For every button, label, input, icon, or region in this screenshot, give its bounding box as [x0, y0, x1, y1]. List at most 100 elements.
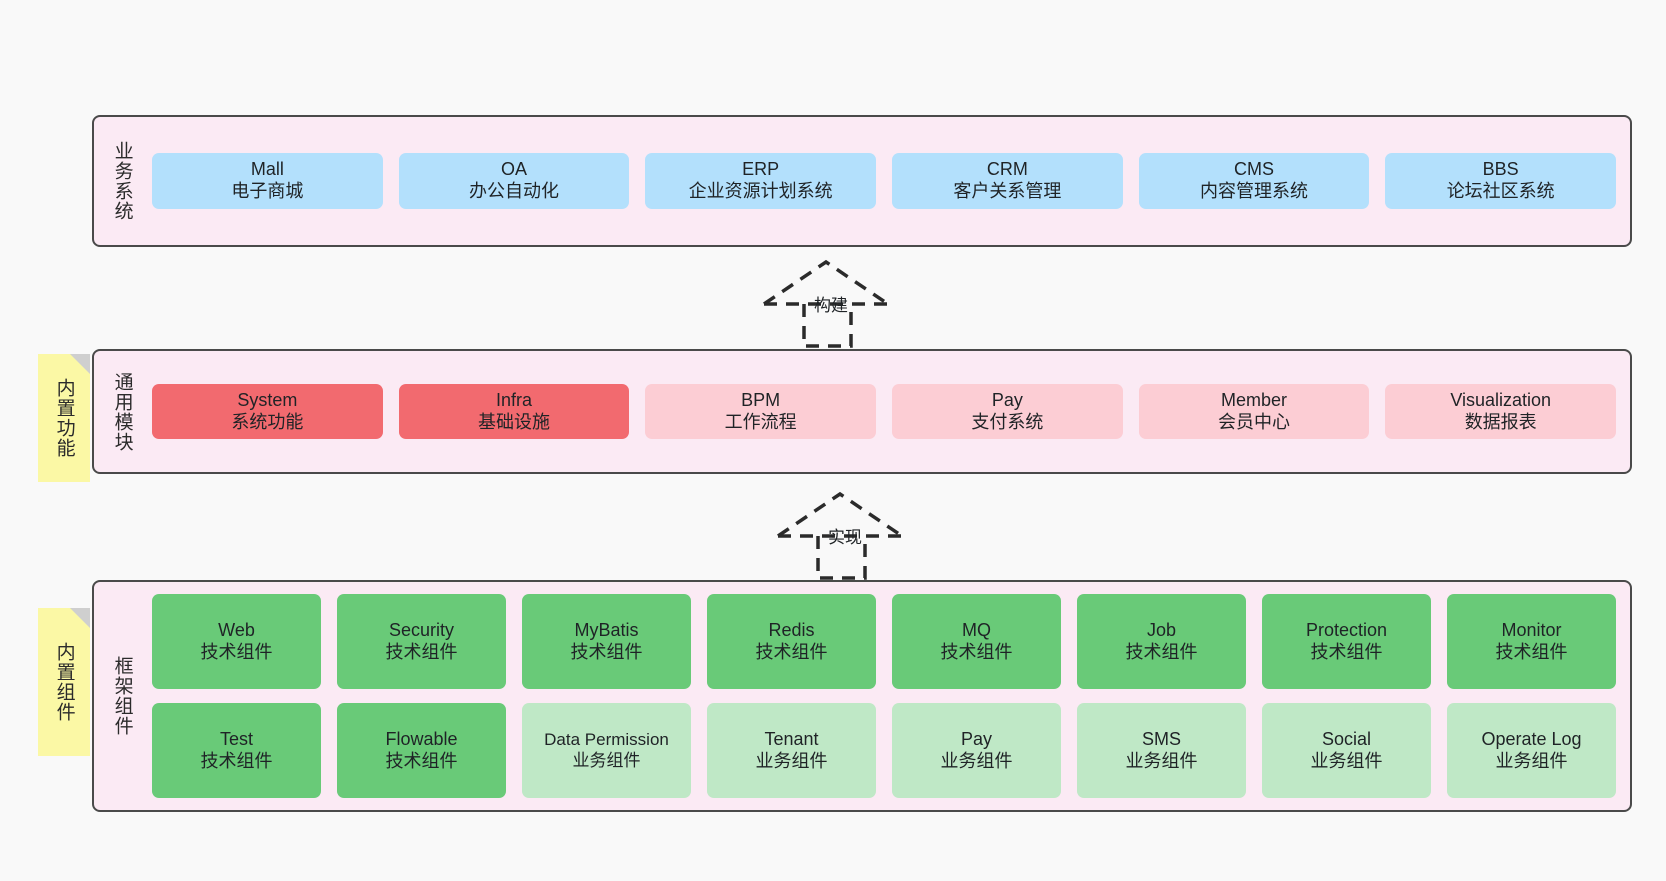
- node-pay-module-en: Pay: [991, 389, 1023, 410]
- node-pay-component-en: Pay: [960, 728, 993, 749]
- node-operate-log-cn: 业务组件: [1495, 750, 1568, 771]
- sticky-note-builtin-components-label: 内置组件: [53, 642, 75, 722]
- node-security-cn: 技术组件: [385, 641, 458, 662]
- node-pay-component[interactable]: Pay 业务组件: [892, 703, 1061, 798]
- node-protection-en: Protection: [1305, 619, 1388, 640]
- node-mq-cn: 技术组件: [940, 641, 1013, 662]
- node-system[interactable]: System 系统功能: [152, 383, 383, 440]
- node-data-permission[interactable]: Data Permission 业务组件: [522, 703, 691, 798]
- node-sms-en: SMS: [1141, 728, 1181, 749]
- node-infra[interactable]: Infra 基础设施: [398, 383, 630, 440]
- sticky-note-builtin-features: 内置功能: [38, 354, 90, 482]
- connector-implement: 实现: [770, 488, 950, 580]
- connector-build: 构建: [756, 256, 936, 348]
- node-sms[interactable]: SMS 业务组件: [1077, 703, 1246, 798]
- node-flowable[interactable]: Flowable 技术组件: [337, 703, 506, 798]
- node-bbs-cn: 论坛社区系统: [1446, 181, 1555, 201]
- node-pay-component-cn: 业务组件: [940, 750, 1013, 771]
- node-cms-cn: 内容管理系统: [1200, 181, 1309, 201]
- node-cms-en: CMS: [1234, 159, 1275, 180]
- layer-title-business: 业务系统: [111, 141, 133, 221]
- node-monitor-cn: 技术组件: [1495, 641, 1568, 662]
- connector-build-arrow-icon: [763, 259, 889, 348]
- sticky-fold-corner-icon: [70, 608, 90, 628]
- node-redis-cn: 技术组件: [755, 641, 828, 662]
- node-bbs[interactable]: BBS 论坛社区系统: [1385, 153, 1617, 209]
- node-member-cn: 会员中心: [1218, 411, 1291, 432]
- layer-business-systems: 业务系统 Mall 电子商城 OA 办公自动化 ERP 企业资源计划系统 CRM…: [92, 115, 1632, 247]
- node-web-cn: 技术组件: [200, 641, 273, 662]
- node-erp[interactable]: ERP 企业资源计划系统: [645, 153, 877, 209]
- node-member-en: Member: [1221, 389, 1288, 410]
- sticky-note-builtin-components: 内置组件: [38, 608, 90, 756]
- layer-framework-components: 框架组件 Web 技术组件 Security 技术组件 MyBatis 技术组件…: [92, 580, 1632, 812]
- node-member[interactable]: Member 会员中心: [1138, 383, 1370, 440]
- layer-title-framework: 框架组件: [111, 656, 133, 736]
- node-system-cn: 系统功能: [231, 411, 304, 432]
- node-social[interactable]: Social 业务组件: [1262, 703, 1431, 798]
- node-monitor[interactable]: Monitor 技术组件: [1447, 594, 1616, 689]
- node-cms[interactable]: CMS 内容管理系统: [1138, 153, 1370, 209]
- node-mall-cn: 电子商城: [231, 181, 304, 201]
- node-protection[interactable]: Protection 技术组件: [1262, 594, 1431, 689]
- node-bpm-cn: 工作流程: [724, 411, 797, 432]
- node-crm[interactable]: CRM 客户关系管理: [892, 153, 1123, 209]
- layer-body-business: Mall 电子商城 OA 办公自动化 ERP 企业资源计划系统 CRM 客户关系…: [150, 117, 1630, 245]
- node-erp-cn: 企业资源计划系统: [688, 181, 833, 201]
- node-mybatis-en: MyBatis: [574, 619, 639, 640]
- node-bpm[interactable]: BPM 工作流程: [645, 383, 877, 440]
- node-crm-cn: 客户关系管理: [953, 181, 1062, 201]
- node-data-permission-en: Data Permission: [544, 729, 669, 749]
- node-visualization[interactable]: Visualization 数据报表: [1385, 383, 1617, 440]
- node-test[interactable]: Test 技术组件: [152, 703, 321, 798]
- layer-common-modules: 通用模块 System 系统功能 Infra 基础设施 BPM 工作流程 Pay…: [92, 349, 1632, 474]
- node-bbs-en: BBS: [1482, 159, 1519, 180]
- node-visualization-cn: 数据报表: [1464, 411, 1537, 432]
- layer-body-common: System 系统功能 Infra 基础设施 BPM 工作流程 Pay 支付系统…: [150, 351, 1630, 472]
- node-flowable-en: Flowable: [385, 728, 458, 749]
- node-protection-cn: 技术组件: [1310, 641, 1383, 662]
- node-data-permission-cn: 业务组件: [572, 750, 641, 770]
- node-web-en: Web: [218, 619, 255, 640]
- node-job-en: Job: [1146, 619, 1177, 640]
- node-infra-cn: 基础设施: [478, 411, 550, 432]
- node-web[interactable]: Web 技术组件: [152, 594, 321, 689]
- node-tenant-en: Tenant: [764, 728, 819, 749]
- node-mall-en: Mall: [250, 159, 284, 180]
- node-tenant[interactable]: Tenant 业务组件: [707, 703, 876, 798]
- node-redis[interactable]: Redis 技术组件: [707, 594, 876, 689]
- connector-implement-arrow-icon: [777, 491, 903, 580]
- node-operate-log-en: Operate Log: [1481, 728, 1582, 749]
- node-mq-en: MQ: [962, 619, 991, 640]
- node-oa-en: OA: [501, 159, 528, 180]
- node-mq[interactable]: MQ 技术组件: [892, 594, 1061, 689]
- node-security-en: Security: [388, 619, 455, 640]
- node-sms-cn: 业务组件: [1125, 750, 1198, 771]
- node-social-en: Social: [1321, 728, 1372, 749]
- node-visualization-en: Visualization: [1450, 389, 1552, 410]
- node-system-en: System: [237, 389, 298, 410]
- node-security[interactable]: Security 技术组件: [337, 594, 506, 689]
- node-social-cn: 业务组件: [1310, 750, 1383, 771]
- node-monitor-en: Monitor: [1501, 619, 1562, 640]
- node-mybatis-cn: 技术组件: [570, 641, 643, 662]
- node-mall[interactable]: Mall 电子商城: [152, 153, 383, 209]
- node-pay-module[interactable]: Pay 支付系统: [892, 383, 1123, 440]
- connector-implement-label: 实现: [828, 528, 862, 547]
- layer-body-framework: Web 技术组件 Security 技术组件 MyBatis 技术组件 Redi…: [150, 582, 1630, 810]
- sticky-note-builtin-features-label: 内置功能: [53, 378, 75, 458]
- node-mybatis[interactable]: MyBatis 技术组件: [522, 594, 691, 689]
- node-infra-en: Infra: [495, 389, 533, 410]
- connector-build-label: 构建: [814, 296, 848, 315]
- node-oa-cn: 办公自动化: [469, 181, 559, 201]
- node-operate-log[interactable]: Operate Log 业务组件: [1447, 703, 1616, 798]
- node-oa[interactable]: OA 办公自动化: [398, 153, 630, 209]
- sticky-fold-corner-icon: [70, 354, 90, 374]
- framework-row-business: Test 技术组件 Flowable 技术组件 Data Permission …: [152, 703, 1616, 798]
- node-job[interactable]: Job 技术组件: [1077, 594, 1246, 689]
- layer-title-common: 通用模块: [111, 371, 133, 452]
- framework-row-technical: Web 技术组件 Security 技术组件 MyBatis 技术组件 Redi…: [152, 594, 1616, 689]
- node-flowable-cn: 技术组件: [385, 750, 458, 771]
- node-crm-en: CRM: [986, 159, 1028, 180]
